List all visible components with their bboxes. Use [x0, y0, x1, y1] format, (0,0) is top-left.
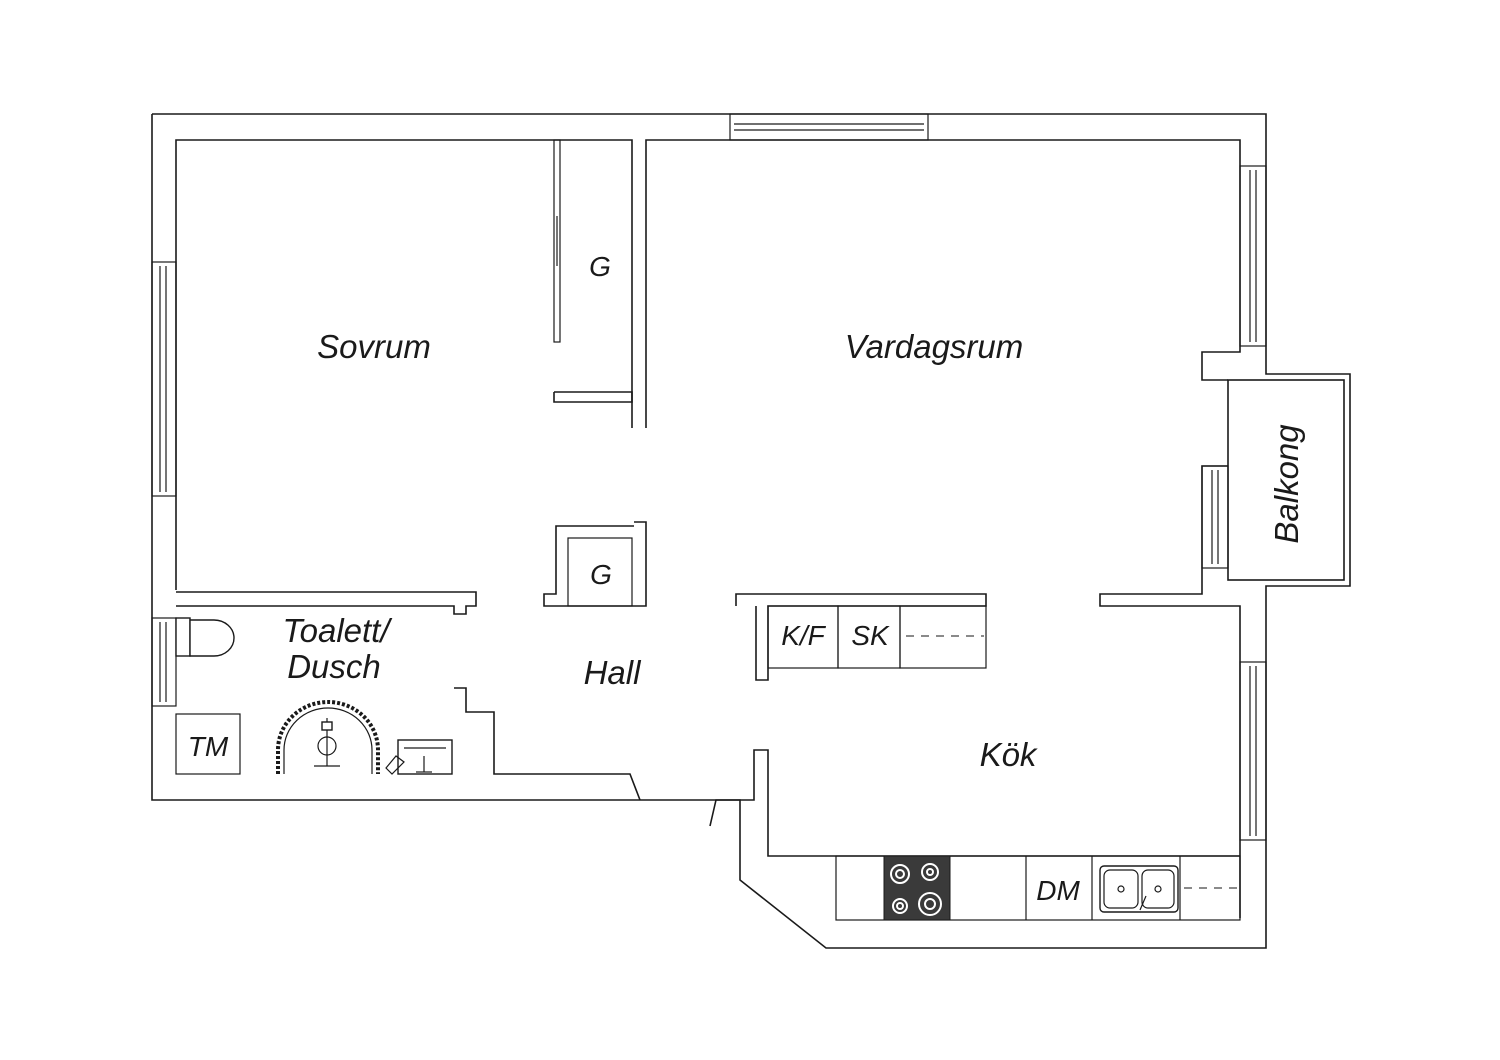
- bathroom-sink-icon: [385, 739, 453, 775]
- wardrobe-hall-label: G: [590, 559, 612, 590]
- window-balcony-door: [1201, 465, 1229, 569]
- fridge-freezer-label: K/F: [781, 620, 826, 651]
- toilet-icon: [175, 617, 235, 657]
- hall: G Hall: [543, 521, 647, 691]
- inner-wall-top-left: [175, 139, 633, 590]
- window-right-kitchen: [1239, 661, 1267, 841]
- balcony: Balkong: [1227, 379, 1345, 581]
- kitchen-label: Kök: [980, 736, 1038, 773]
- kitchen-sink: [1099, 865, 1179, 913]
- inner-wall-entrance-right: [709, 749, 1240, 857]
- kitchen-tall-cabinets: K/F SK: [735, 593, 987, 681]
- window-right-living: [1239, 165, 1267, 347]
- cabinet-open: [899, 605, 987, 669]
- cabinet-sk-label: SK: [851, 620, 890, 651]
- window-top: [729, 113, 929, 141]
- bedroom-label: Sovrum: [317, 328, 431, 365]
- hall-wardrobe-outline: [543, 521, 647, 607]
- wardrobe-sliding-door: [553, 139, 561, 343]
- wardrobe-bedroom-label: G: [589, 251, 611, 282]
- washing-machine-label: TM: [188, 731, 229, 762]
- windows: [151, 113, 1267, 841]
- window-left-bathroom: [151, 617, 177, 707]
- window-left-bedroom: [151, 261, 177, 497]
- living-room-label: Vardagsrum: [845, 328, 1024, 365]
- shower-icon: [276, 700, 380, 774]
- kitchen: DM Kök: [835, 736, 1241, 921]
- stove-burners: [890, 863, 942, 916]
- inner-wall-top-right: [645, 139, 1241, 428]
- outer-wall-outline: [151, 113, 1351, 949]
- bedroom-bottom-wall: [176, 591, 477, 615]
- dishwasher-label: DM: [1036, 875, 1080, 906]
- wardrobe-wall: [553, 391, 633, 403]
- balcony-label: Balkong: [1268, 424, 1305, 544]
- kitchen-counter: [835, 855, 1241, 921]
- hall-wardrobe: [567, 537, 633, 607]
- bathroom: TM Toalett/ Dusch: [175, 612, 453, 775]
- hall-label: Hall: [584, 654, 643, 691]
- bathroom-label-line2: Dusch: [287, 648, 381, 685]
- washing-machine: [175, 713, 241, 775]
- exterior-walls: [151, 113, 1351, 949]
- inner-wall-balcony-lower: [1099, 465, 1241, 918]
- inner-wall-bathroom-right: [454, 687, 641, 801]
- bedroom: Sovrum G: [176, 139, 633, 615]
- bathroom-label-line1: Toalett/: [282, 612, 392, 649]
